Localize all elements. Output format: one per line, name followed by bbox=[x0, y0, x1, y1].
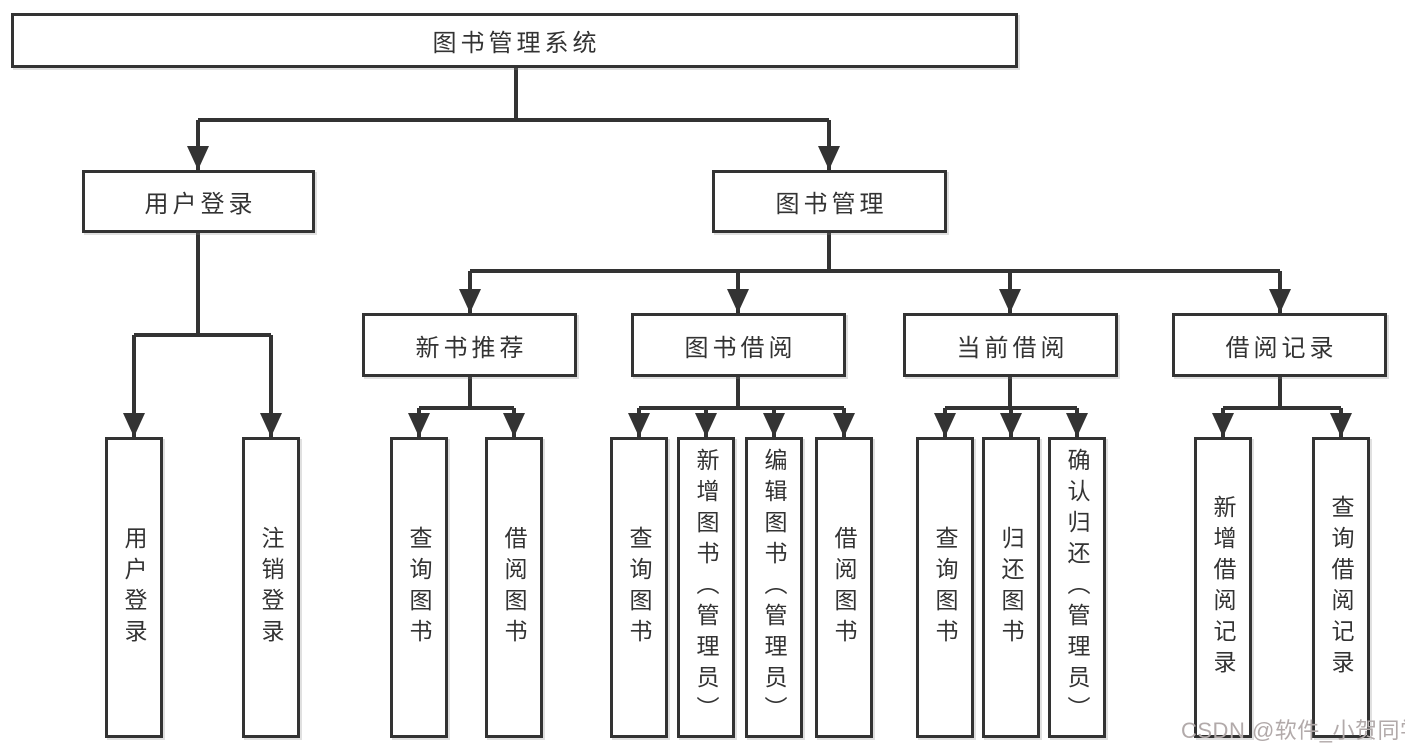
node-query-books-recommend: 查询图书 bbox=[390, 437, 448, 738]
node-new-book-recommend: 新书推荐 bbox=[362, 313, 577, 377]
node-book-management: 图书管理 bbox=[712, 170, 947, 233]
node-query-books-current: 查询图书 bbox=[916, 437, 974, 738]
node-query-borrow-record: 查询借阅记录 bbox=[1312, 437, 1370, 738]
node-logout: 注销登录 bbox=[242, 437, 300, 738]
node-user-login: 用户登录 bbox=[82, 170, 315, 233]
node-return-book: 归还图书 bbox=[982, 437, 1040, 738]
node-user-login-leaf: 用户登录 bbox=[105, 437, 163, 738]
node-add-borrow-record: 新增借阅记录 bbox=[1194, 437, 1252, 738]
node-edit-book-admin: 编辑图书（管理员） bbox=[745, 437, 803, 738]
node-library-system: 图书管理系统 bbox=[11, 13, 1018, 68]
node-query-books-borrowing: 查询图书 bbox=[610, 437, 668, 738]
node-borrow-books-borrowing: 借阅图书 bbox=[815, 437, 873, 738]
node-borrowing-records: 借阅记录 bbox=[1172, 313, 1387, 377]
node-borrow-books-recommend: 借阅图书 bbox=[485, 437, 543, 738]
node-confirm-return-admin: 确认归还（管理员） bbox=[1048, 437, 1106, 738]
node-add-book-admin: 新增图书（管理员） bbox=[677, 437, 735, 738]
csdn-watermark: CSDN @软件_小贺同学 bbox=[1181, 718, 1405, 743]
node-book-borrowing: 图书借阅 bbox=[631, 313, 846, 377]
node-current-borrowing: 当前借阅 bbox=[903, 313, 1118, 377]
